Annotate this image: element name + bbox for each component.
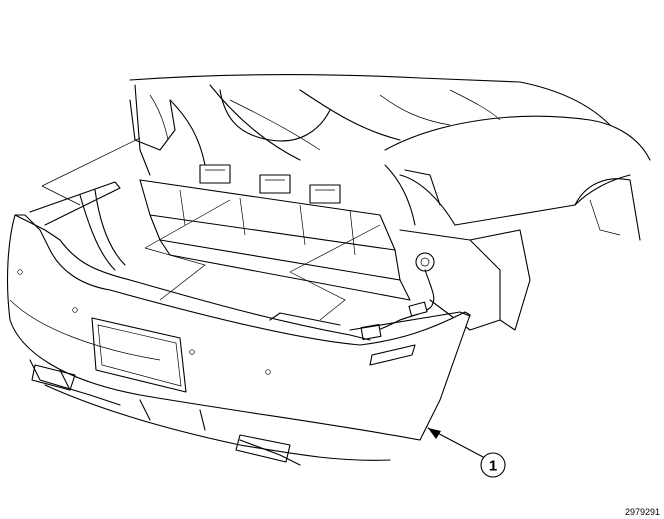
callout-1: 1 xyxy=(427,427,506,478)
bumper-reinforcement-beam xyxy=(129,99,531,331)
wiring-harness xyxy=(360,269,435,341)
vehicle-rear-body xyxy=(129,74,651,241)
alignment-lines xyxy=(41,137,381,321)
figure-id: 2979291 xyxy=(624,507,660,517)
rear-bumper-fascia xyxy=(6,181,471,466)
callout-circle xyxy=(480,452,506,478)
callout-label: 1 xyxy=(489,458,497,475)
callout-arrowhead xyxy=(428,428,441,439)
